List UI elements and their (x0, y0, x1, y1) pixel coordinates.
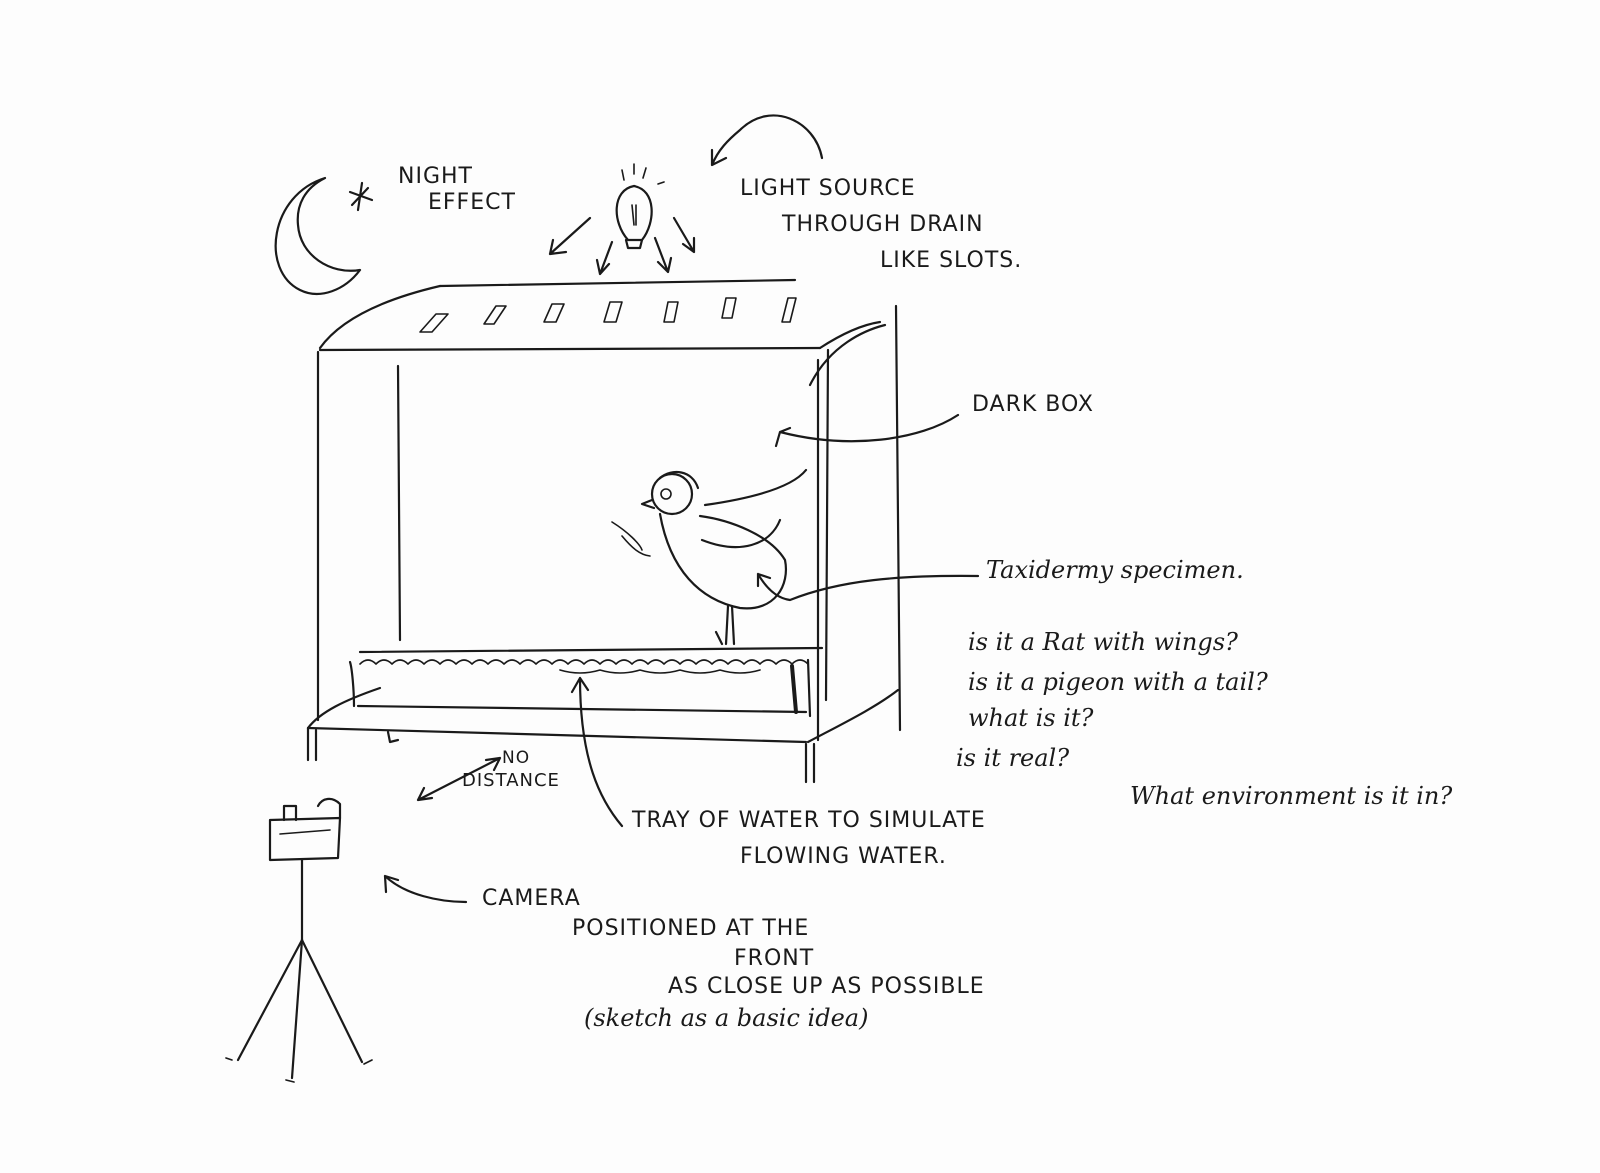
light-ray-arrows (548, 216, 696, 276)
camera-icon (268, 797, 342, 862)
no-distance-arrow (416, 756, 502, 802)
no-distance-label-2: DISTANCE (462, 770, 560, 791)
camera-label-4: AS CLOSE UP AS POSSIBLE (668, 974, 985, 999)
taxidermy-arrow (756, 572, 980, 602)
light-source-label-1: LIGHT SOURCE (740, 176, 916, 201)
dark-box-label: DARK BOX (972, 392, 1094, 417)
box-top (318, 278, 882, 352)
box-frame (316, 304, 902, 742)
camera-label-5: (sketch as a basic idea) (584, 1004, 869, 1032)
no-distance-label-1: NO (502, 748, 531, 768)
taxidermy-label: Taxidermy specimen. (986, 556, 1244, 584)
camera-label-1: CAMERA (482, 886, 581, 911)
question-5: What environment is it in? (1130, 782, 1453, 810)
question-2: is it a pigeon with a tail? (968, 668, 1268, 696)
moon-icon (274, 176, 362, 295)
night-effect-label-2: EFFECT (428, 190, 516, 215)
question-3: what is it? (968, 704, 1094, 732)
question-4: is it real? (956, 744, 1070, 772)
tray-label-1: TRAY OF WATER TO SIMULATE (632, 808, 986, 833)
camera-arrow (383, 874, 468, 904)
light-source-arrow (710, 114, 824, 167)
bird-icon (611, 468, 808, 646)
light-bulb-icon (615, 163, 665, 250)
water-tray (348, 646, 824, 718)
dark-box-arrow (774, 413, 960, 448)
night-effect-label-1: NIGHT (398, 164, 473, 189)
light-source-label-3: LIKE SLOTS. (880, 248, 1023, 273)
star-icon (348, 181, 374, 212)
light-source-label-2: THROUGH DRAIN (782, 212, 984, 237)
tray-arrow (570, 676, 624, 828)
question-1: is it a Rat with wings? (968, 628, 1238, 656)
camera-label-2: POSITIONED AT THE (572, 916, 810, 941)
tray-label-2: FLOWING WATER. (740, 844, 947, 869)
tripod-icon (225, 858, 373, 1083)
camera-label-3: FRONT (734, 946, 815, 971)
box-base (306, 686, 900, 784)
